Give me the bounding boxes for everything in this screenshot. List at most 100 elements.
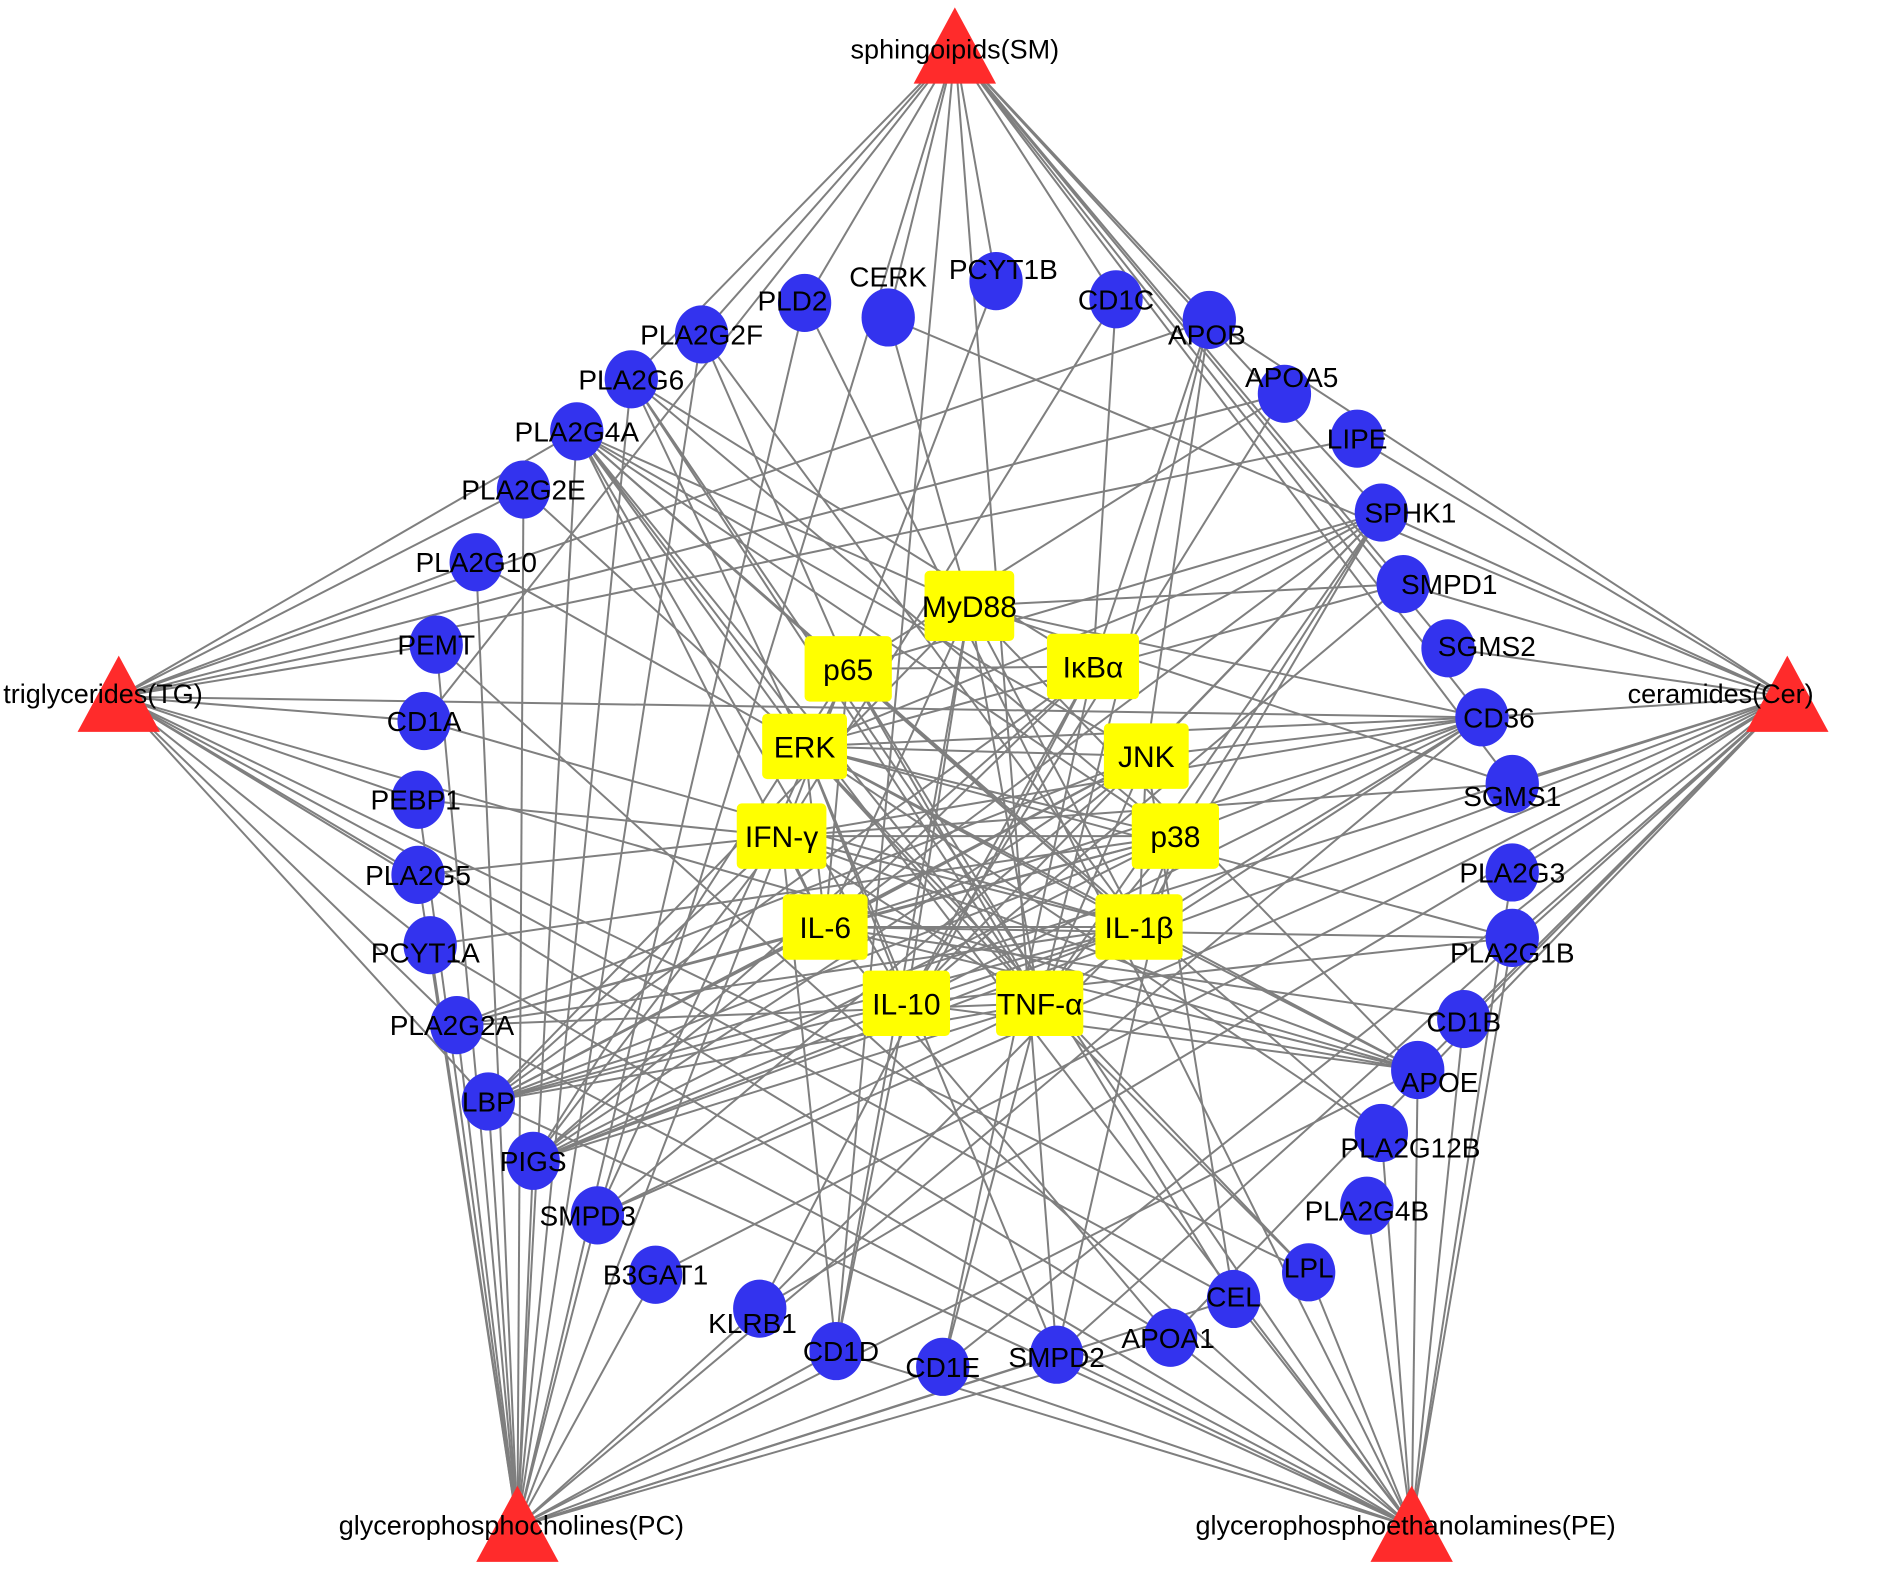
edge-tg-cd1a: [118, 695, 425, 722]
gene-label: PLA2G2A: [390, 1010, 515, 1041]
core-node-il6: IL-6: [782, 894, 868, 960]
edge-il10-lbp: [488, 1002, 907, 1103]
gene-node-smpd2: SMPD2: [1008, 1325, 1105, 1384]
core-label: ERK: [774, 731, 836, 764]
gene-label: APOB: [1168, 319, 1246, 350]
gene-node-pla2g6: PLA2G6: [578, 350, 684, 409]
edge-sm-smpd2: [953, 48, 1058, 1355]
edge-pe-smpd2: [1056, 1353, 1413, 1528]
gene-label: PLA2G5: [365, 860, 471, 891]
gene-circle-icon: [1421, 619, 1475, 678]
gene-node-cd36: CD36: [1455, 688, 1535, 747]
edge-il10-cd1d: [835, 1003, 908, 1352]
edge-erk-pla2g6: [630, 378, 806, 747]
gene-label: KLRB1: [708, 1308, 797, 1339]
gene-label: PLA2G1B: [1450, 937, 1575, 968]
edge-cer-klrb1: [759, 695, 1788, 1310]
gene-label: SPHK1: [1365, 498, 1457, 529]
gene-label: SGMS2: [1438, 631, 1536, 662]
gene-node-apob: APOB: [1168, 290, 1246, 350]
gene-circle-icon: [397, 691, 451, 751]
edge-il1b-pla2g2f: [700, 333, 1140, 928]
edge-tnfa-lbp: [488, 1002, 1040, 1103]
gene-circle-icon: [1485, 908, 1539, 967]
gene-node-pla2g3: PLA2G3: [1459, 843, 1565, 902]
edge-sm-smpd3: [596, 48, 956, 1216]
edge-tg-pla2g2e: [118, 488, 524, 698]
edge-sm-cerk: [887, 48, 956, 318]
edge-tg-lipe: [118, 437, 1358, 698]
edge-myd88-pla2g4a: [576, 430, 970, 607]
edge-pe-pla2g4a: [575, 430, 1413, 1528]
edge-myd88-il10: [905, 605, 971, 1004]
gene-circle-icon: [403, 916, 457, 975]
gene-label: SMPD1: [1401, 569, 1497, 600]
edge-sm-pld2: [803, 47, 956, 304]
gene-label: PEMT: [397, 630, 475, 661]
edge-pc-cel: [517, 1298, 1234, 1528]
gene-label: PLA2G2E: [461, 475, 586, 506]
gene-node-apoe: APOE: [1391, 1040, 1478, 1100]
gene-circle-icon: [733, 1279, 787, 1338]
edge-pc-cd36: [516, 716, 1483, 1528]
edge-pc-pla2g4a: [516, 431, 578, 1527]
lipid-label: glycerophosphoethanolamines(PE): [1195, 1510, 1615, 1540]
edge-p38-il6: [824, 835, 1176, 928]
core-box: [804, 636, 892, 702]
edge-pe-lbp: [487, 1100, 1413, 1528]
edge-il10-smpd1: [905, 583, 1404, 1005]
gene-label: PCYT1A: [371, 937, 480, 968]
edge-cer-smpd2: [1055, 696, 1788, 1356]
lipid-triangle-icon: [913, 7, 997, 84]
core-label: p38: [1150, 821, 1200, 854]
edge-pc-pcyt1b: [516, 280, 997, 1528]
gene-node-lbp: LBP: [461, 1072, 515, 1131]
edge-ikba-sphk1: [1092, 511, 1382, 668]
gene-node-pla2g2a: PLA2G2A: [390, 996, 515, 1055]
core-label: IL-1β: [1105, 912, 1174, 945]
gene-circle-icon: [550, 402, 604, 461]
edge-cer-cerk: [887, 316, 1788, 698]
edge-tg-pcyt1a: [118, 695, 431, 946]
edge-ifng-lbp: [487, 835, 783, 1103]
edge-pc-apoe: [516, 1069, 1419, 1528]
edge-p65-il6: [824, 668, 850, 928]
core-node-jnk: JNK: [1103, 723, 1189, 789]
gene-circle-icon: [1089, 270, 1143, 329]
edge-tg-pla2g10: [118, 561, 477, 698]
gene-circle-icon: [674, 305, 729, 364]
edge-cer-cd36: [1481, 695, 1788, 719]
core-box: [1131, 803, 1220, 869]
core-label: TNF-α: [997, 988, 1083, 1021]
edge-p38-lbp: [487, 835, 1176, 1103]
edge-p65-pla2g2f: [700, 334, 850, 670]
core-box: [862, 970, 950, 1037]
gene-circle-icon: [1340, 1176, 1394, 1235]
core-box: [924, 570, 1015, 642]
gene-label: PLA2G3: [1459, 857, 1565, 888]
edge-jnk-pla2g4a: [576, 430, 1147, 757]
edge-jnk-tnfa: [1038, 755, 1148, 1004]
gene-label: PLA2G2F: [640, 319, 763, 350]
edge-sm-sgms1: [954, 47, 1514, 785]
edge-ikba-cd1c: [1091, 299, 1118, 667]
edge-ifng-pebp1: [417, 798, 782, 838]
edge-cer-cd1e: [942, 695, 1788, 1368]
lipid-triangle-icon: [1746, 655, 1829, 732]
edge-erk-il10: [803, 746, 908, 1004]
edge-tg-pebp1: [118, 695, 419, 801]
lipid-label: triglycerides(TG): [3, 679, 203, 709]
edge-tg-lbp: [118, 696, 490, 1103]
gene-node-pla2g5: PLA2G5: [365, 845, 471, 904]
edge-pe-pla2g1b: [1410, 937, 1514, 1527]
edge-ikba-il6: [824, 665, 1094, 928]
edge-tnfa-smpd3: [596, 1002, 1041, 1217]
gene-node-apoa5: APOA5: [1245, 362, 1338, 423]
edge-pe-apoe: [1410, 1069, 1419, 1527]
core-node-ifng: IFN-γ: [736, 803, 827, 869]
gene-node-sgms2: SGMS2: [1421, 619, 1536, 678]
lipid-label: ceramides(Cer): [1628, 679, 1814, 709]
gene-node-sphk1: SPHK1: [1354, 483, 1457, 542]
lipid-node-layer: sphingoipids(SM)triglycerides(TG)ceramid…: [3, 7, 1829, 1562]
edge-il6-sphk1: [824, 511, 1382, 928]
